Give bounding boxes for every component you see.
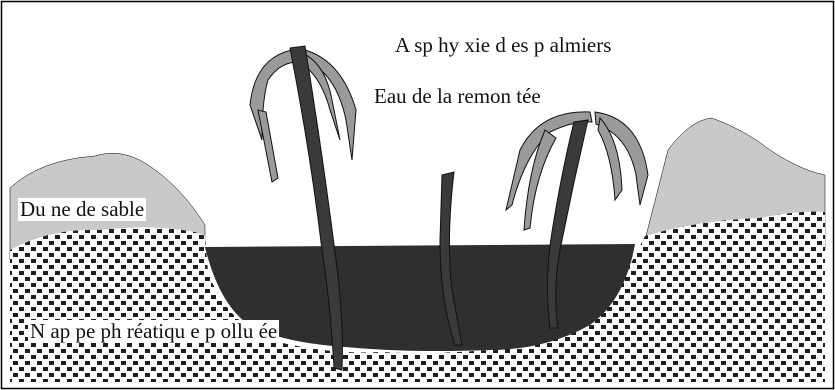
title-label: A sp hy xie d es p almiers bbox=[395, 35, 611, 56]
aquifer-label: N ap pe ph réatiqu e p ollu ée bbox=[28, 320, 279, 343]
water-label: Eau de la remon tée bbox=[374, 86, 541, 107]
dune-label: Du ne de sable bbox=[18, 198, 146, 221]
